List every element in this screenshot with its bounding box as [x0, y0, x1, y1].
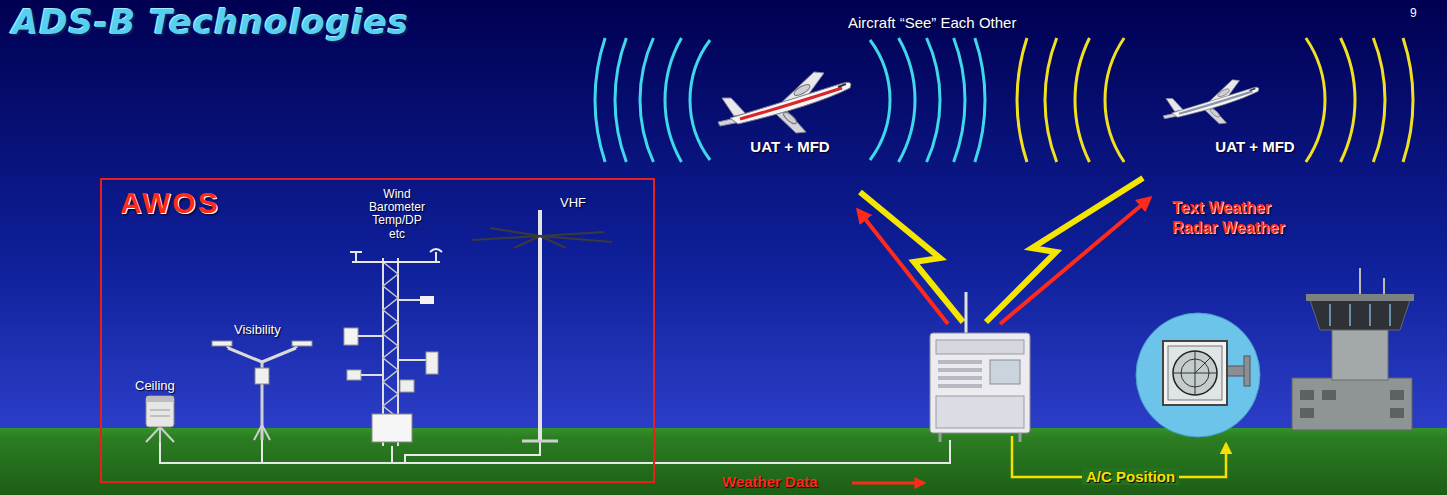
wave-arc — [615, 38, 626, 162]
page-title: ADS-B Technologies — [12, 2, 409, 42]
wave-arc — [954, 38, 965, 162]
sky — [0, 0, 1447, 430]
wave-arc — [1373, 38, 1385, 162]
group-title: AWOS — [120, 186, 220, 220]
equipment-label: UAT + MFD — [710, 138, 870, 155]
weather-label: Text Weather Radar Weather — [1172, 198, 1307, 238]
wave-arc — [1075, 38, 1089, 162]
ground-station — [930, 292, 1030, 442]
weather-mast — [344, 249, 442, 446]
wave-arc — [899, 38, 915, 162]
vhf-antenna — [472, 210, 612, 441]
radio-link-bolt — [860, 192, 963, 322]
data-arrow — [852, 482, 924, 485]
wave-arc — [665, 38, 681, 162]
wave-arcs — [1017, 38, 1413, 162]
wave-arc — [870, 40, 890, 160]
visibility-sensor — [212, 341, 312, 440]
wave-arc — [975, 38, 985, 162]
wave-arc — [640, 38, 653, 162]
aircraft-icon — [1163, 80, 1259, 124]
equipment-label: UAT + MFD — [1175, 138, 1335, 155]
wave-arc — [927, 38, 940, 162]
flow-label: Weather Data — [722, 473, 818, 490]
ceiling-sensor — [146, 396, 174, 442]
page-number: 9 — [1410, 6, 1417, 20]
wave-arcs — [595, 38, 985, 162]
wave-arc — [1341, 38, 1355, 162]
antenna-label: VHF — [560, 195, 586, 210]
wave-arc — [1105, 38, 1124, 162]
control-tower — [1292, 268, 1414, 430]
awos-box: AWOS Wind Barometer Temp/DP etc VHF Visibil… — [100, 178, 655, 483]
radio-link-bolt — [986, 178, 1143, 322]
aircraft-icon — [718, 72, 851, 133]
wave-arc — [1017, 38, 1027, 162]
flow-label: A/C Position — [1082, 468, 1179, 485]
uplink-arrow — [858, 210, 948, 324]
aircraft: UAT + MFD — [710, 60, 870, 155]
ground-wires — [160, 440, 950, 463]
aircraft-outline — [1135, 60, 1295, 140]
wave-arc — [690, 40, 710, 160]
aircraft-outline — [710, 60, 870, 140]
aircraft: UAT + MFD — [1135, 60, 1295, 155]
radar-display — [1136, 313, 1260, 437]
sensor-label: Wind Barometer Temp/DP etc — [369, 188, 425, 241]
wave-arc — [595, 38, 605, 162]
wave-arc — [1045, 38, 1057, 162]
wave-arc — [1306, 38, 1325, 162]
ground — [0, 428, 1447, 495]
uplink-arrow — [1000, 198, 1150, 324]
wave-arc — [1403, 38, 1413, 162]
caption-text: Aircraft “See” Each Other — [848, 14, 1016, 31]
sensor-label: Visibility — [234, 322, 281, 337]
sensor-label: Ceiling — [135, 378, 175, 393]
